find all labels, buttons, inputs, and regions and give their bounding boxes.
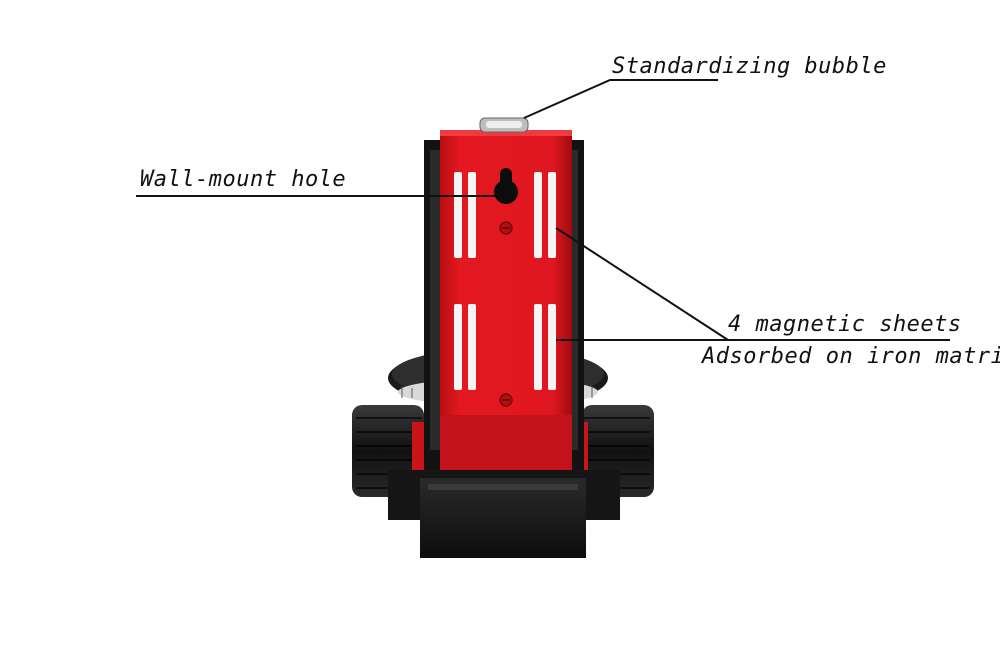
magnetic-sheets-callout: 4 magnetic sheets [728,312,962,337]
leader-lines [136,79,950,341]
bubble-vial [479,117,529,133]
wall-mount-hole [494,168,518,204]
magnetic-sheet-bottom-right [534,304,556,390]
adsorbed-callout: Adsorbed on iron matrix [702,344,1000,369]
bubble-leader [523,79,718,119]
magnetic-sheet-bottom-left [454,304,476,390]
wall-hole-callout: Wall-mount hole [140,167,347,192]
magnetic-sheet-top-right [534,172,556,258]
screw-top [499,221,513,235]
screw-bottom [499,393,513,407]
bubble-callout: Standardizing bubble [612,54,887,79]
magnetic-sheet-top-left [454,172,476,258]
base-block [388,470,620,558]
